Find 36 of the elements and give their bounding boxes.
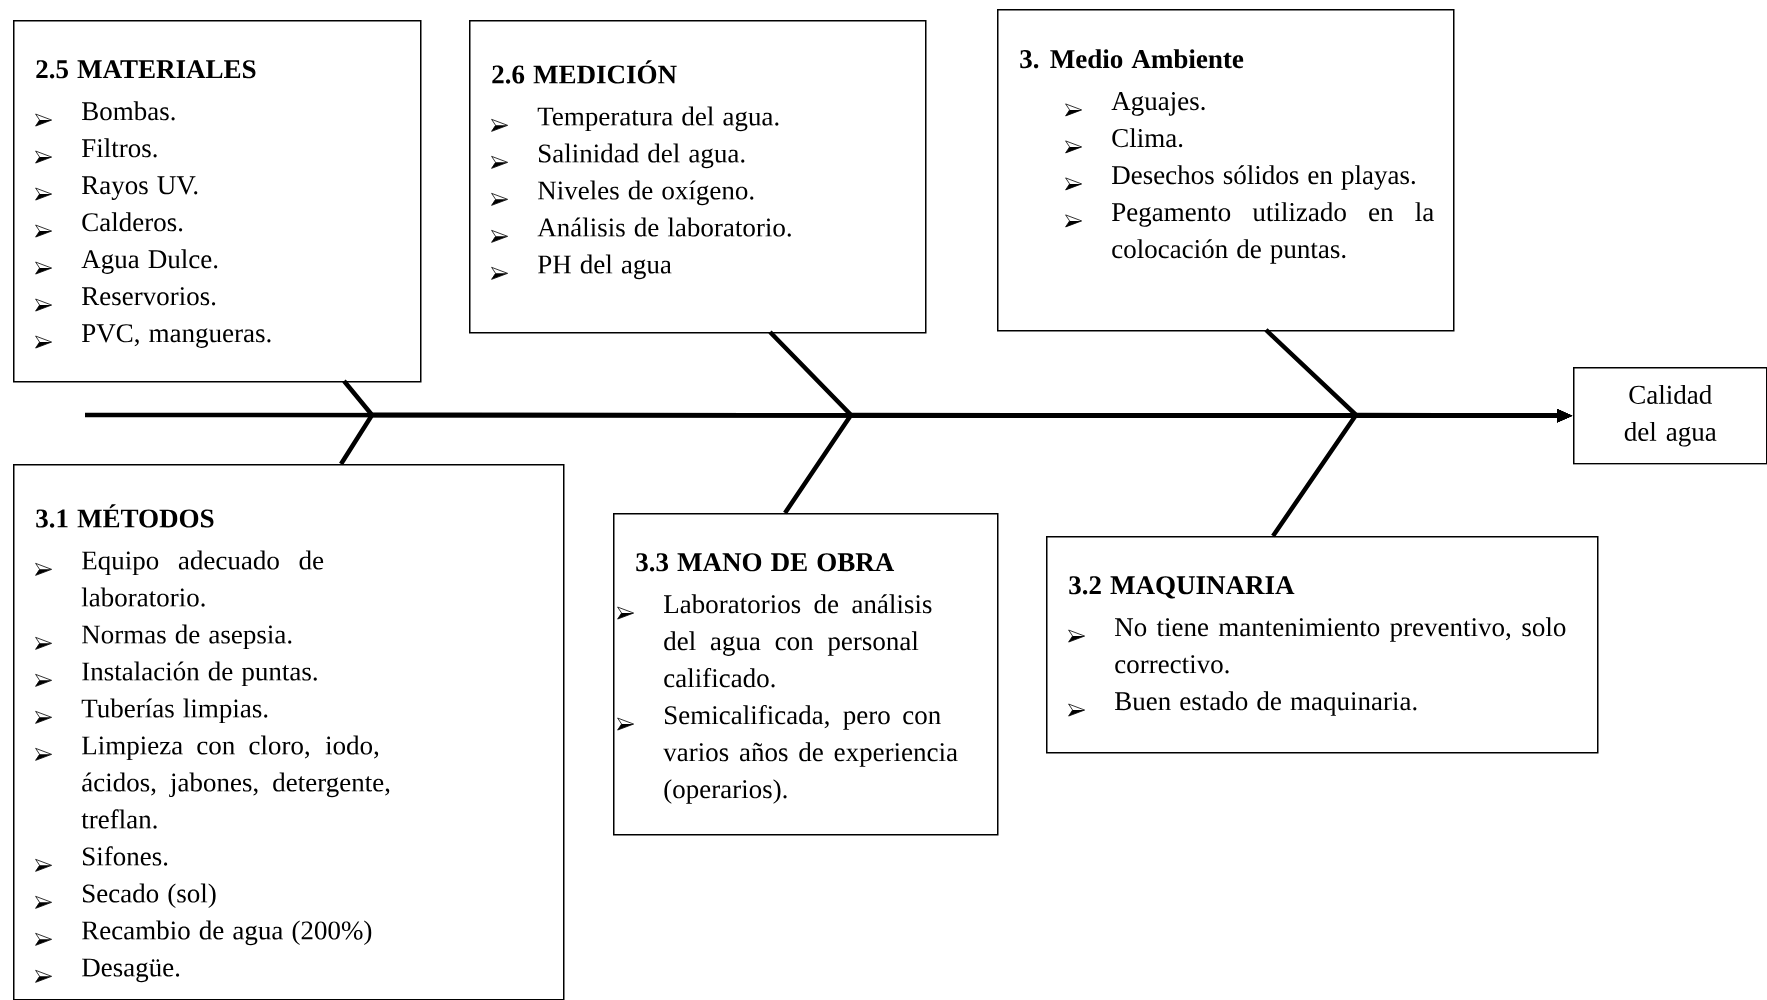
list-item: Equipo adecuado de laboratorio. (35, 550, 324, 607)
list-item: Buen estado de maquinaria. (1068, 691, 1417, 717)
list-item: Niveles de oxígeno. (491, 180, 754, 206)
list-item: Tuberías limpias. (35, 698, 268, 724)
list-item: Temperatura del agua. (491, 106, 779, 132)
list-item: Análisis de laboratorio. (491, 217, 791, 243)
list-item: Rayos UV. (35, 176, 198, 201)
list-item: Normas de asepsia. (35, 624, 292, 650)
list-item: No tiene mantenimiento preventivo, solo correctivo. (1068, 617, 1566, 674)
heading: 3. Medio Ambiente (1020, 49, 1244, 69)
heading: 3.1 MÉTODOS (36, 504, 214, 528)
list-item: PH del agua (491, 254, 672, 280)
list-item: Bombas. (35, 101, 175, 127)
list-item: PVC, mangueras. (35, 324, 271, 349)
heading: 2.6 MEDICIÓN (492, 60, 677, 84)
list-item: Limpieza con cloro, iodo, ácidos, jabones, detergente, treflan. (35, 735, 390, 829)
heading: 3.3 MANO DE OBRA (636, 553, 895, 572)
heading: 3.2 MAQUINARIA (1069, 576, 1295, 599)
list-item: Instalación de puntas. (35, 661, 317, 687)
list-item: Laboratorios de análisis del agua con personal calificado. (617, 594, 932, 688)
list-item: Filtros. (35, 138, 157, 164)
list-item: Clima. (1065, 128, 1183, 154)
list-item: Desagüe. (35, 958, 180, 983)
heading: 2.5 MATERIALES (36, 60, 256, 79)
list-item: Recambio de agua (200%) (35, 920, 372, 946)
list-item: Pegamento utilizado en la colocación de puntas. (1065, 202, 1434, 264)
result-box: Calidad del agua (1573, 367, 1767, 465)
list-item: Secado (sol) (35, 883, 216, 909)
list-item: Agua Dulce. (35, 249, 218, 275)
list-item: Desechos sólidos en playas. (1065, 165, 1415, 191)
list-item: Semicalificada, pero con varios años de experiencia (operarios). (617, 705, 958, 804)
list-item: Reservorios. (35, 287, 216, 312)
list-item: Sifones. (35, 846, 168, 872)
list-item: Calderos. (35, 212, 183, 238)
list-item: Aguajes. (1065, 92, 1205, 117)
list-item: Salinidad del agua. (491, 143, 745, 169)
